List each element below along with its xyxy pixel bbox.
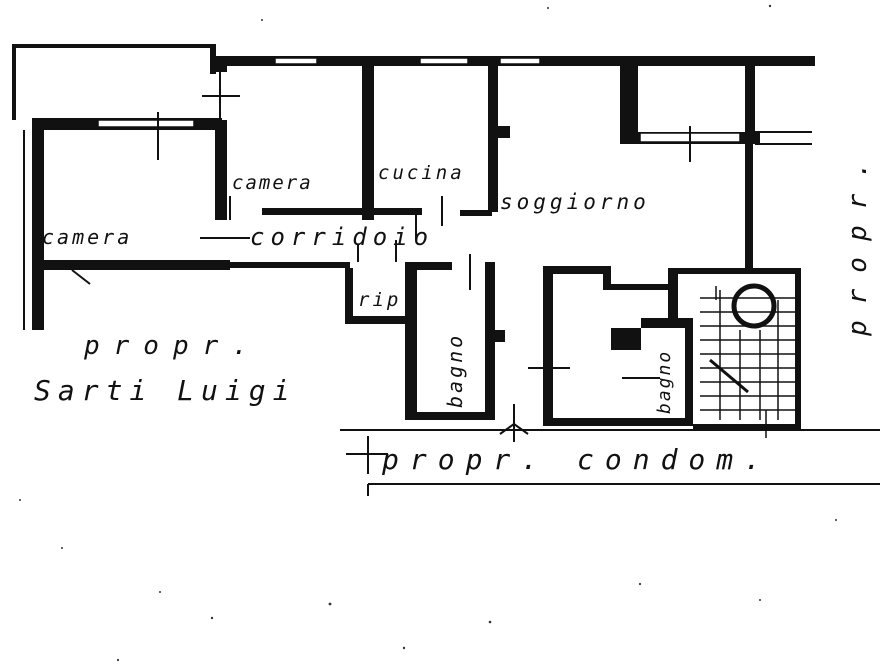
neighbor-labels: propr. Sarti Luigi propr. condom. propr. <box>34 146 873 476</box>
walls <box>12 44 815 430</box>
scan-speckles <box>19 4 837 662</box>
room-label-cucina: cucina <box>378 162 465 184</box>
room-label-soggiorno: soggiorno <box>500 190 650 214</box>
room-label-camera-top: camera <box>232 172 313 194</box>
room-label-rip: rip <box>358 289 401 311</box>
neighbor-label-east: propr. <box>843 146 873 337</box>
room-labels: camera camera cucina soggiorno corridoio… <box>42 162 675 414</box>
room-label-camera-left: camera <box>42 225 132 249</box>
room-label-bagno-left: bagno <box>443 333 467 408</box>
staircase <box>700 283 795 438</box>
thin-lines <box>23 61 880 496</box>
room-label-bagno-right: bagno <box>654 350 675 414</box>
neighbor-label-west-line1: propr. <box>83 331 262 361</box>
room-label-corridoio: corridoio <box>250 223 434 251</box>
neighbor-label-south: propr. condom. <box>381 443 772 476</box>
neighbor-label-west-line2: Sarti Luigi <box>34 374 296 407</box>
